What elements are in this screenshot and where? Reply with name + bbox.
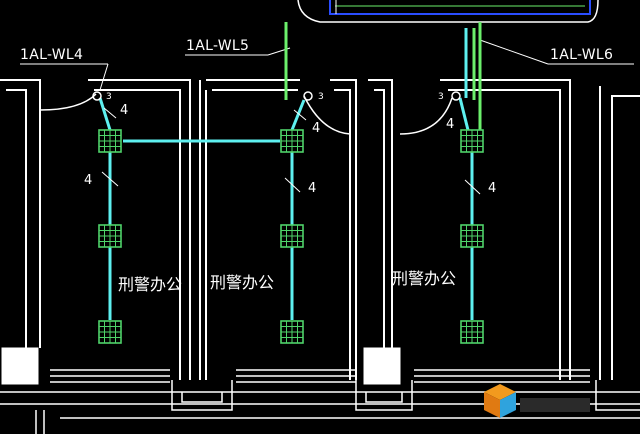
grid-light-fixture-icon	[460, 129, 484, 153]
upper-frame	[297, 0, 599, 23]
feeder-cables	[284, 22, 482, 130]
grid-light-fixture-icon	[460, 224, 484, 248]
grid-light-fixture-icon	[98, 320, 122, 344]
room-label-3: 刑警办公	[392, 269, 456, 288]
wire-tick-marks	[101, 107, 481, 195]
grid-light-fixture-icon	[280, 224, 304, 248]
wire-count-r3-mid: 4	[488, 181, 496, 196]
grid-light-fixture-icon	[280, 320, 304, 344]
grid-light-fixture-icon	[280, 129, 304, 153]
grid-light-fixture-icon	[98, 129, 122, 153]
circuit-label-wl5: 1AL-WL5	[186, 38, 249, 54]
wire-count-r1-top: 4	[120, 103, 128, 118]
switch-gang-r1: 3	[106, 92, 112, 102]
wire-count-r2-mid: 4	[308, 181, 316, 196]
wire-count-r2-top: 4	[312, 121, 320, 136]
wire-count-r1-mid: 4	[84, 173, 92, 188]
grid-light-fixture-icon	[98, 224, 122, 248]
room-label-2: 刑警办公	[210, 273, 274, 292]
circuit-leaders	[20, 39, 634, 91]
wire-count-r3-top: 4	[446, 117, 454, 132]
wall-switch-icon	[92, 91, 461, 101]
switch-gang-r3: 3	[438, 92, 444, 102]
labels: 1AL-WL4 1AL-WL5 1AL-WL6 3 3 3 4 4 4 4 4 …	[20, 38, 613, 294]
grid-light-fixture-icon	[460, 320, 484, 344]
switch-gang-r2: 3	[318, 92, 324, 102]
circuit-label-wl6: 1AL-WL6	[550, 47, 613, 63]
cube-logo-icon	[484, 384, 590, 418]
circuit-label-wl4: 1AL-WL4	[20, 47, 83, 63]
columns	[1, 347, 401, 385]
room-label-1: 刑警办公	[118, 275, 182, 294]
light-fixtures	[98, 129, 484, 344]
